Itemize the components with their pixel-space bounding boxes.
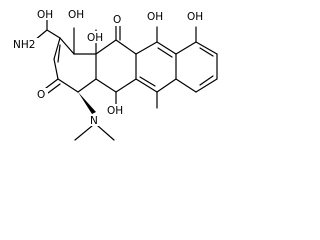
c12a-hydroxyl-label: OH <box>87 32 103 44</box>
c1-hydroxyl-label: OH <box>68 9 84 21</box>
amide-oh-label: OH <box>37 9 53 21</box>
atom-labels: OH NH2 OH OH O OH OH O OH N <box>12 8 206 127</box>
dimethylamino-nitrogen-label: N <box>90 115 98 127</box>
c3-ketone-oxygen-label: O <box>37 89 45 101</box>
stereo-wedge-bond <box>78 92 96 114</box>
chemical-structure-diagram: OH NH2 OH OH O OH OH O OH N <box>12 8 218 141</box>
amide-nh2-label: NH2 <box>13 39 35 51</box>
bond-lines <box>34 15 218 141</box>
c11-enol-hydroxyl-label: OH <box>147 11 163 23</box>
c11-ketone-oxygen-label: O <box>113 14 121 26</box>
c5-hydroxyl-label: OH <box>107 105 123 117</box>
c10-hydroxyl-label: OH <box>187 11 203 23</box>
